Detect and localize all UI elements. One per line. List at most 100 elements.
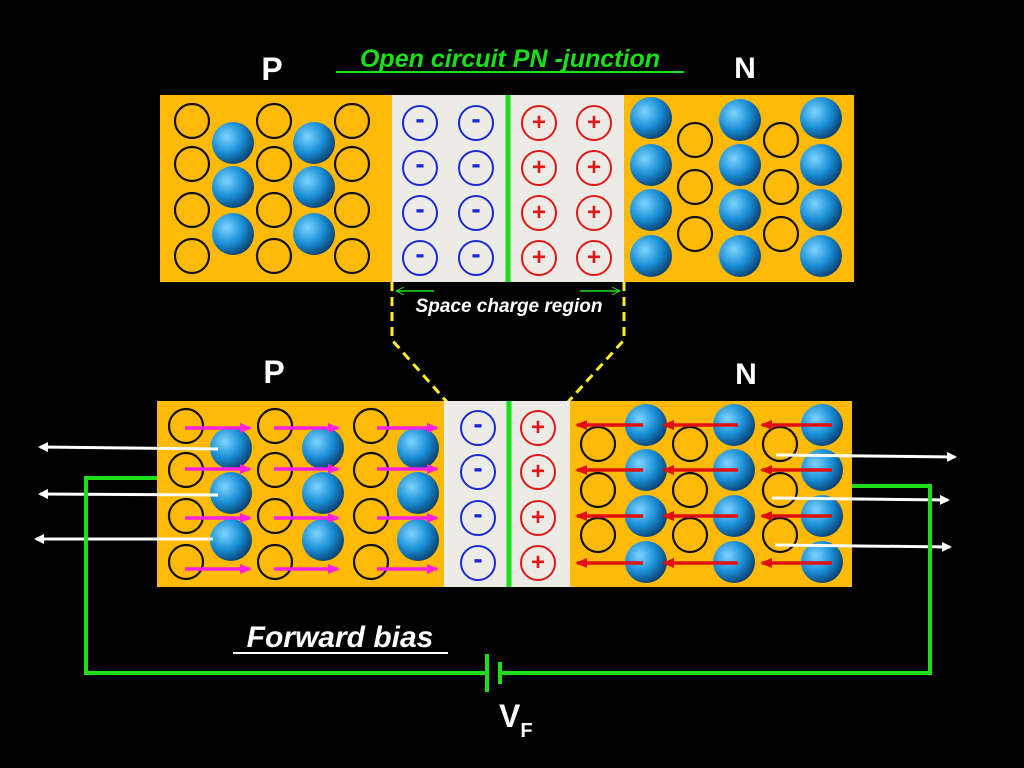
hole <box>256 543 294 581</box>
bottom-n-label: N <box>735 358 757 391</box>
electron <box>302 519 344 561</box>
hole <box>762 168 800 206</box>
bias-circuit <box>84 476 932 692</box>
minus-sign: - <box>471 193 480 224</box>
minus-sign: - <box>415 148 424 179</box>
current-arrow-left <box>38 489 219 500</box>
hole <box>579 425 617 463</box>
forward-bias-junction: -+-+-+-+ <box>157 401 852 587</box>
hole <box>333 145 371 183</box>
open-circuit-junction: --++--++--++--++ <box>160 95 854 282</box>
wire-right <box>500 484 932 675</box>
current-arrow-right <box>774 541 952 552</box>
donor-ion <box>576 105 612 141</box>
electron <box>800 144 842 186</box>
acceptor-ion <box>402 150 438 186</box>
hole <box>173 191 211 229</box>
hole <box>256 497 294 535</box>
donor-ion <box>520 500 556 536</box>
dashed-guide-right <box>566 282 626 404</box>
hole <box>173 145 211 183</box>
electron <box>397 427 439 469</box>
hole <box>761 516 799 554</box>
hole-drift-arrows <box>185 423 439 574</box>
donor-ion <box>521 240 557 276</box>
acceptor-ion <box>460 454 496 490</box>
electron <box>397 472 439 514</box>
donor-ion <box>520 454 556 490</box>
plus-sign: + <box>587 244 601 271</box>
plus-sign: + <box>532 244 546 271</box>
bottom-p-carriers <box>167 407 439 581</box>
plus-sign: + <box>532 154 546 181</box>
current-arrow-right <box>775 451 957 462</box>
electron <box>302 472 344 514</box>
hole <box>255 102 293 140</box>
hole <box>671 425 709 463</box>
electron <box>719 235 761 277</box>
forward-bias-label: Forward bias <box>247 621 434 654</box>
hole <box>333 102 371 140</box>
plus-sign: + <box>587 154 601 181</box>
acceptor-ion <box>458 105 494 141</box>
hole <box>173 102 211 140</box>
donor-ion <box>521 105 557 141</box>
minus-sign: - <box>473 543 482 574</box>
acceptor-ion <box>402 195 438 231</box>
bottom-ions: -+-+-+-+ <box>460 408 556 581</box>
hole <box>173 237 211 275</box>
bottom-p-label: P <box>263 354 284 390</box>
top-n-carriers <box>630 97 842 277</box>
donor-ion <box>576 195 612 231</box>
hole <box>167 497 205 535</box>
dashed-guide-left <box>390 282 449 403</box>
plus-sign: + <box>532 199 546 226</box>
electron <box>302 427 344 469</box>
hole <box>676 215 714 253</box>
plus-sign: + <box>587 199 601 226</box>
hole <box>255 237 293 275</box>
donor-ion <box>576 150 612 186</box>
acceptor-ion <box>402 240 438 276</box>
hole <box>167 407 205 445</box>
minus-sign: - <box>415 193 424 224</box>
electron <box>293 166 335 208</box>
acceptor-ion <box>460 410 496 446</box>
hole <box>762 215 800 253</box>
plus-sign: + <box>531 414 545 441</box>
plus-sign: + <box>531 458 545 485</box>
minus-sign: - <box>415 103 424 134</box>
acceptor-ion <box>458 240 494 276</box>
donor-ion <box>576 240 612 276</box>
electron <box>625 449 667 491</box>
top-p-label: P <box>261 51 282 87</box>
electron <box>630 235 672 277</box>
electron-drift-arrows <box>575 420 832 568</box>
acceptor-ion <box>402 105 438 141</box>
source-voltage-label: VF <box>499 698 533 742</box>
electron <box>800 189 842 231</box>
hole <box>255 145 293 183</box>
current-arrow-left <box>38 442 219 453</box>
hole <box>352 543 390 581</box>
electron <box>800 97 842 139</box>
hole <box>579 471 617 509</box>
electron <box>719 144 761 186</box>
wire-left <box>84 476 487 675</box>
donor-ion <box>521 150 557 186</box>
acceptor-ion <box>458 195 494 231</box>
donor-ion <box>520 410 556 446</box>
hole <box>167 543 205 581</box>
electron <box>630 189 672 231</box>
minus-sign: - <box>473 498 482 529</box>
hole <box>256 407 294 445</box>
hole <box>761 425 799 463</box>
minus-sign: - <box>471 103 480 134</box>
minus-sign: - <box>473 408 482 439</box>
hole <box>676 121 714 159</box>
electron <box>293 213 335 255</box>
electron <box>625 495 667 537</box>
space-charge-annotation: Space charge region <box>390 282 626 404</box>
electron <box>210 427 252 469</box>
